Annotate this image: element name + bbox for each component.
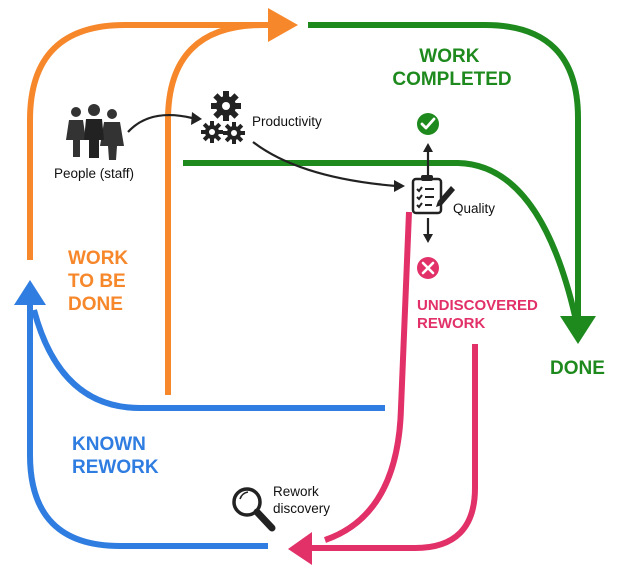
undiscovered-rework-label: UNDISCOVERED REWORK <box>417 297 542 332</box>
orange-outer-path <box>27 22 270 260</box>
known-rework-flow <box>14 280 385 549</box>
green-inner-path <box>183 160 578 317</box>
green-outer-path <box>308 22 581 318</box>
orange-inner-path <box>165 22 264 395</box>
people-to-productivity-arrow <box>127 114 193 133</box>
quality-label: Quality <box>453 201 495 216</box>
blue-inner-path <box>31 309 385 411</box>
work-completed-flow <box>183 22 596 344</box>
known-rework-label: KNOWN REWORK <box>72 434 159 478</box>
people-label: People (staff) <box>54 166 134 181</box>
productivity-label: Productivity <box>252 114 322 129</box>
checklist-pencil-icon <box>411 175 455 215</box>
work-to-be-done-flow <box>27 8 298 395</box>
rework-discovery-label: Rework discovery <box>273 484 330 516</box>
work-completed-label: WORK COMPLETED <box>392 46 511 90</box>
productivity-to-quality-arrow <box>252 141 397 188</box>
pink-right-path <box>312 344 478 551</box>
gears-icon <box>201 91 245 144</box>
people-group-icon <box>66 104 124 160</box>
orange-arrowhead <box>268 8 298 42</box>
x-circle-icon <box>417 257 439 279</box>
pink-left-path <box>324 211 412 543</box>
pink-arrowhead <box>288 532 312 565</box>
check-circle-icon <box>417 113 439 135</box>
done-label: DONE <box>550 358 605 379</box>
blue-arrowhead <box>14 280 46 305</box>
blue-outer-path <box>27 305 268 549</box>
undiscovered-rework-flow <box>288 211 478 565</box>
work-to-be-done-label: WORK TO BE DONE <box>68 248 133 315</box>
magnifier-icon <box>232 487 276 532</box>
connectors <box>127 112 433 243</box>
green-arrowhead <box>560 316 596 344</box>
